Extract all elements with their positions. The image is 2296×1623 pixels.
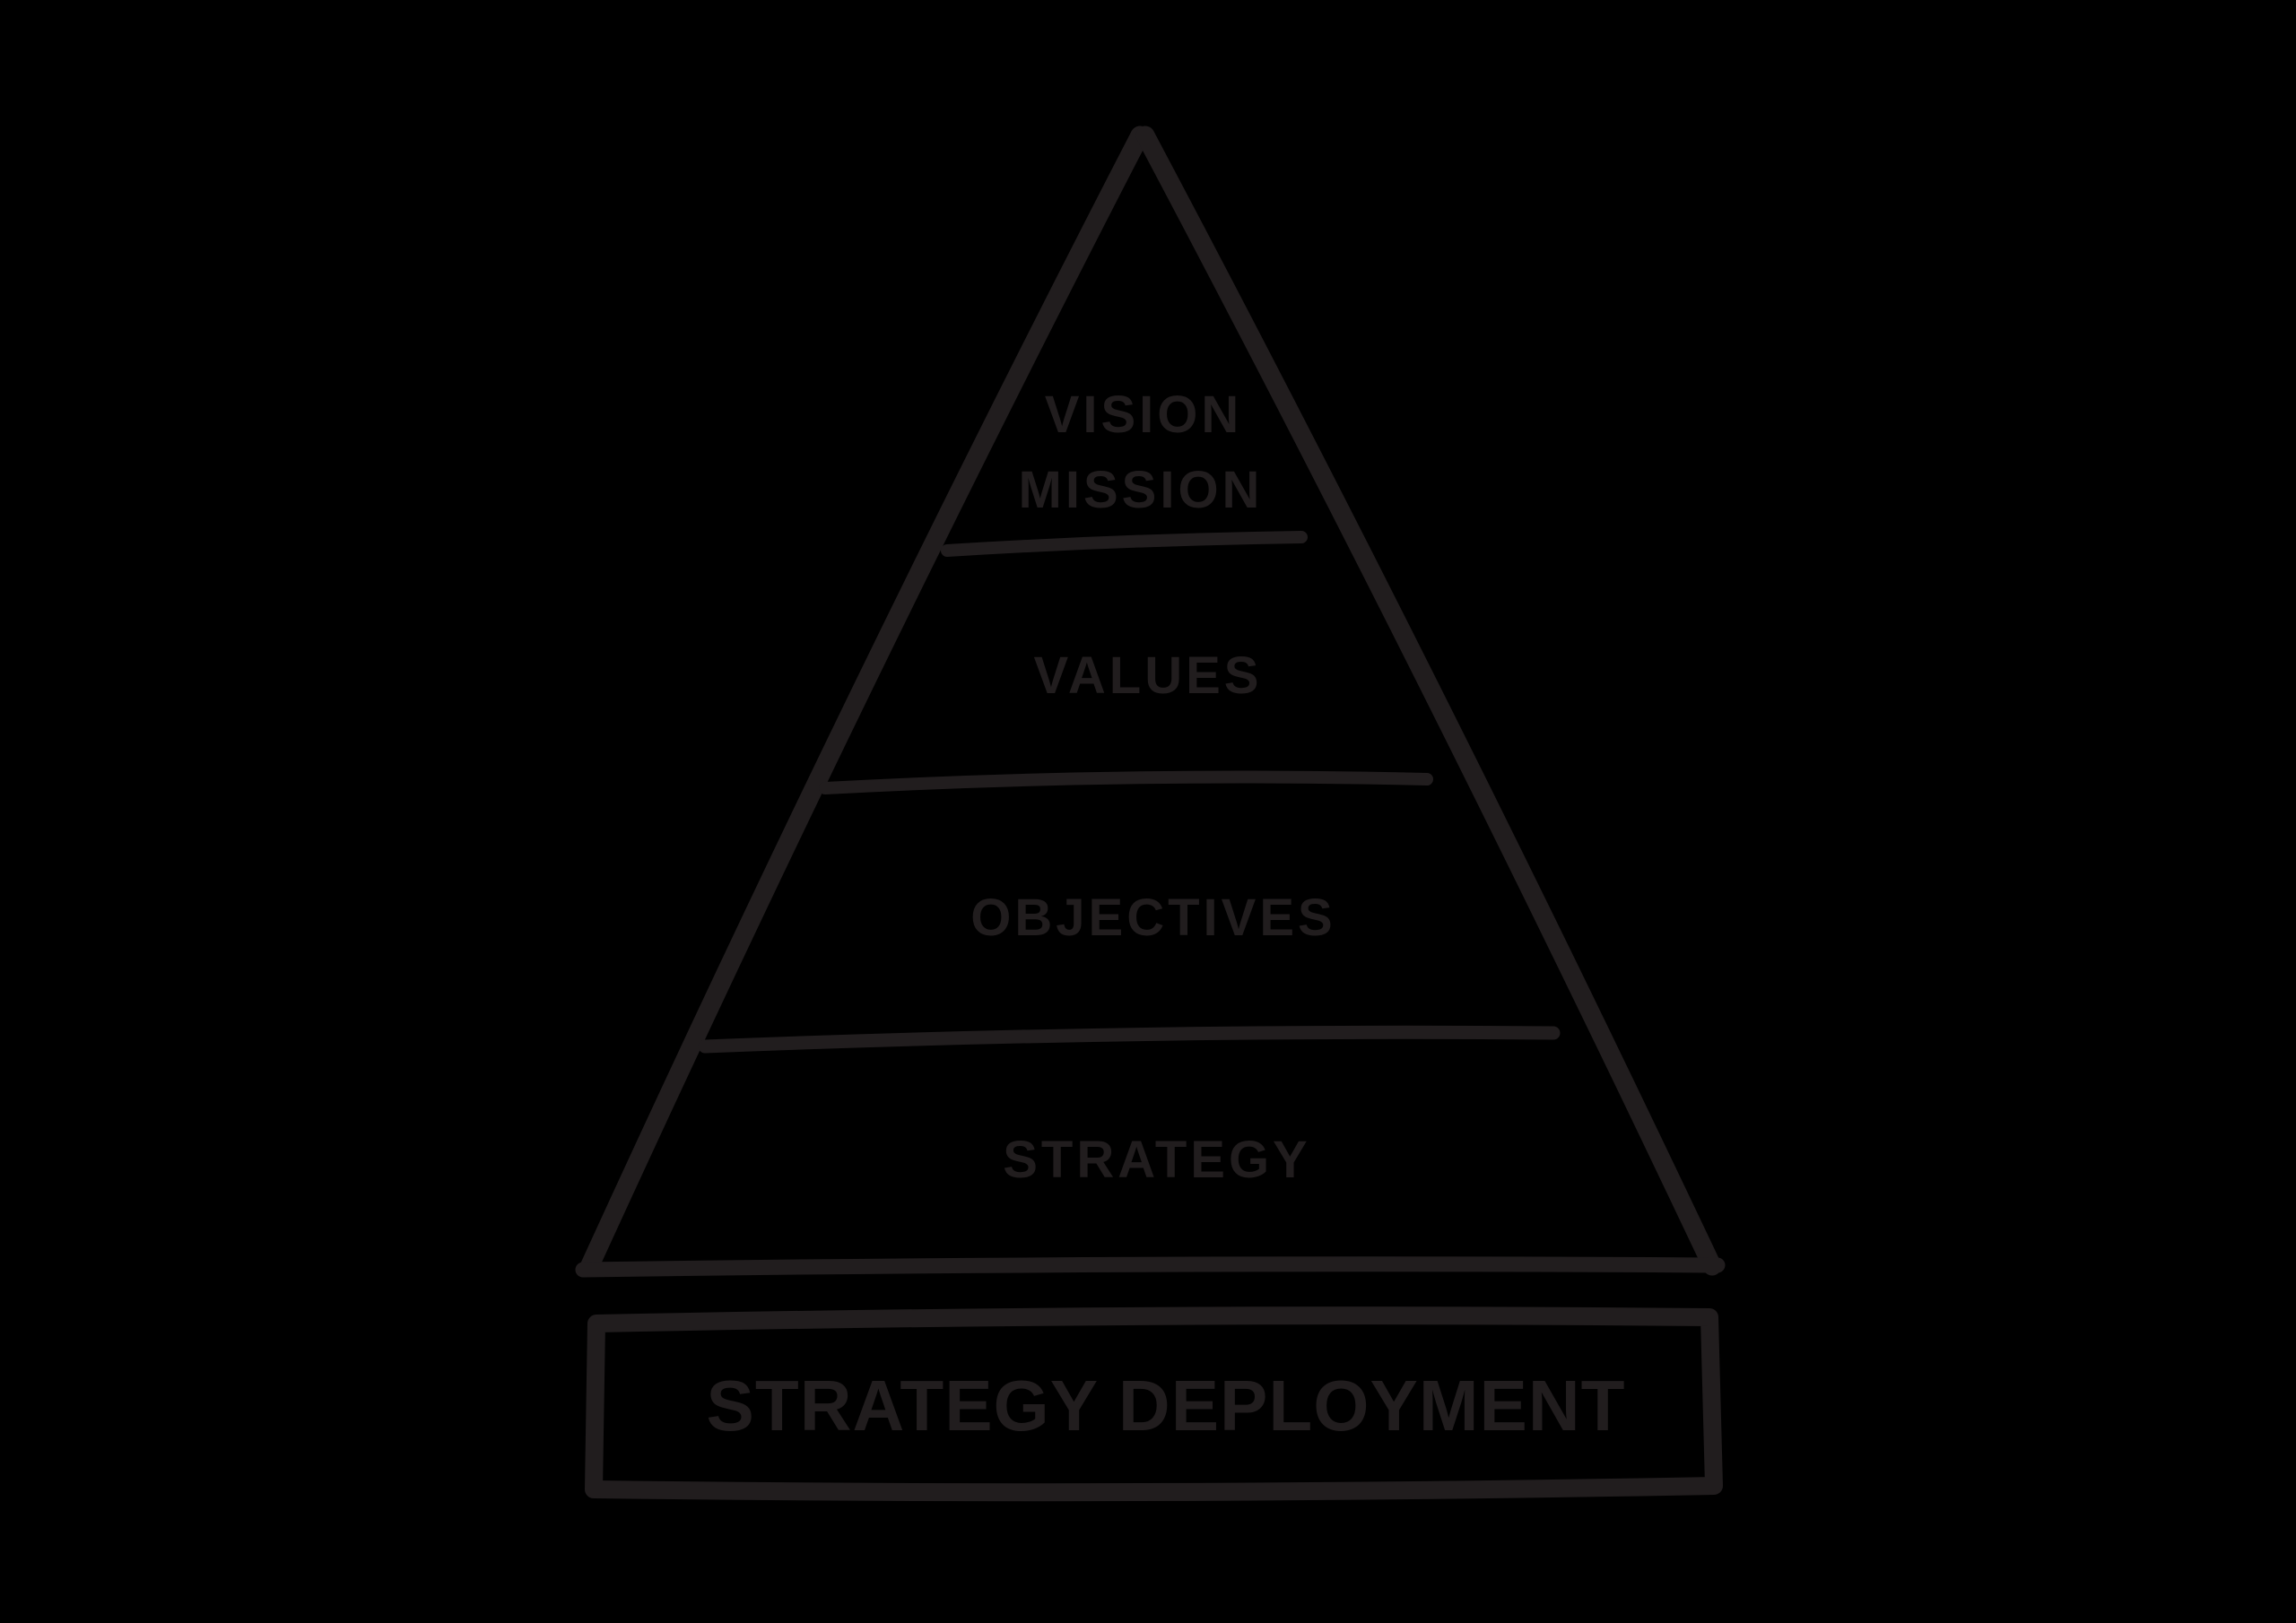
pyramid-level-2-label: VALUES <box>1034 647 1263 705</box>
pyramid-left-edge <box>579 126 1150 1277</box>
pyramid-level-3-label: OBJECTIVES <box>970 889 1335 947</box>
pyramid-level-1-label-line-2: MISSION <box>1019 461 1264 519</box>
pyramid-level-1-label-line-1: VISION <box>1045 386 1243 444</box>
strategy-deployment-box: STRATEGY DEPLOYMENT <box>585 1306 1723 1502</box>
divider-values-objectives <box>819 770 1433 794</box>
pyramid-base-line <box>575 1256 1726 1278</box>
pyramid-right-edge <box>1135 126 1722 1276</box>
pyramid-level-4-label: STRATEGY <box>1003 1131 1311 1189</box>
deployment-box-label: STRATEGY DEPLOYMENT <box>706 1366 1625 1445</box>
divider-vision-values <box>941 531 1308 557</box>
strategy-pyramid: VISION MISSION VALUES OBJECTIVES STRATEG… <box>575 126 1726 1278</box>
deployment-box-outline <box>585 1306 1723 1502</box>
divider-objectives-strategy <box>698 1025 1561 1054</box>
